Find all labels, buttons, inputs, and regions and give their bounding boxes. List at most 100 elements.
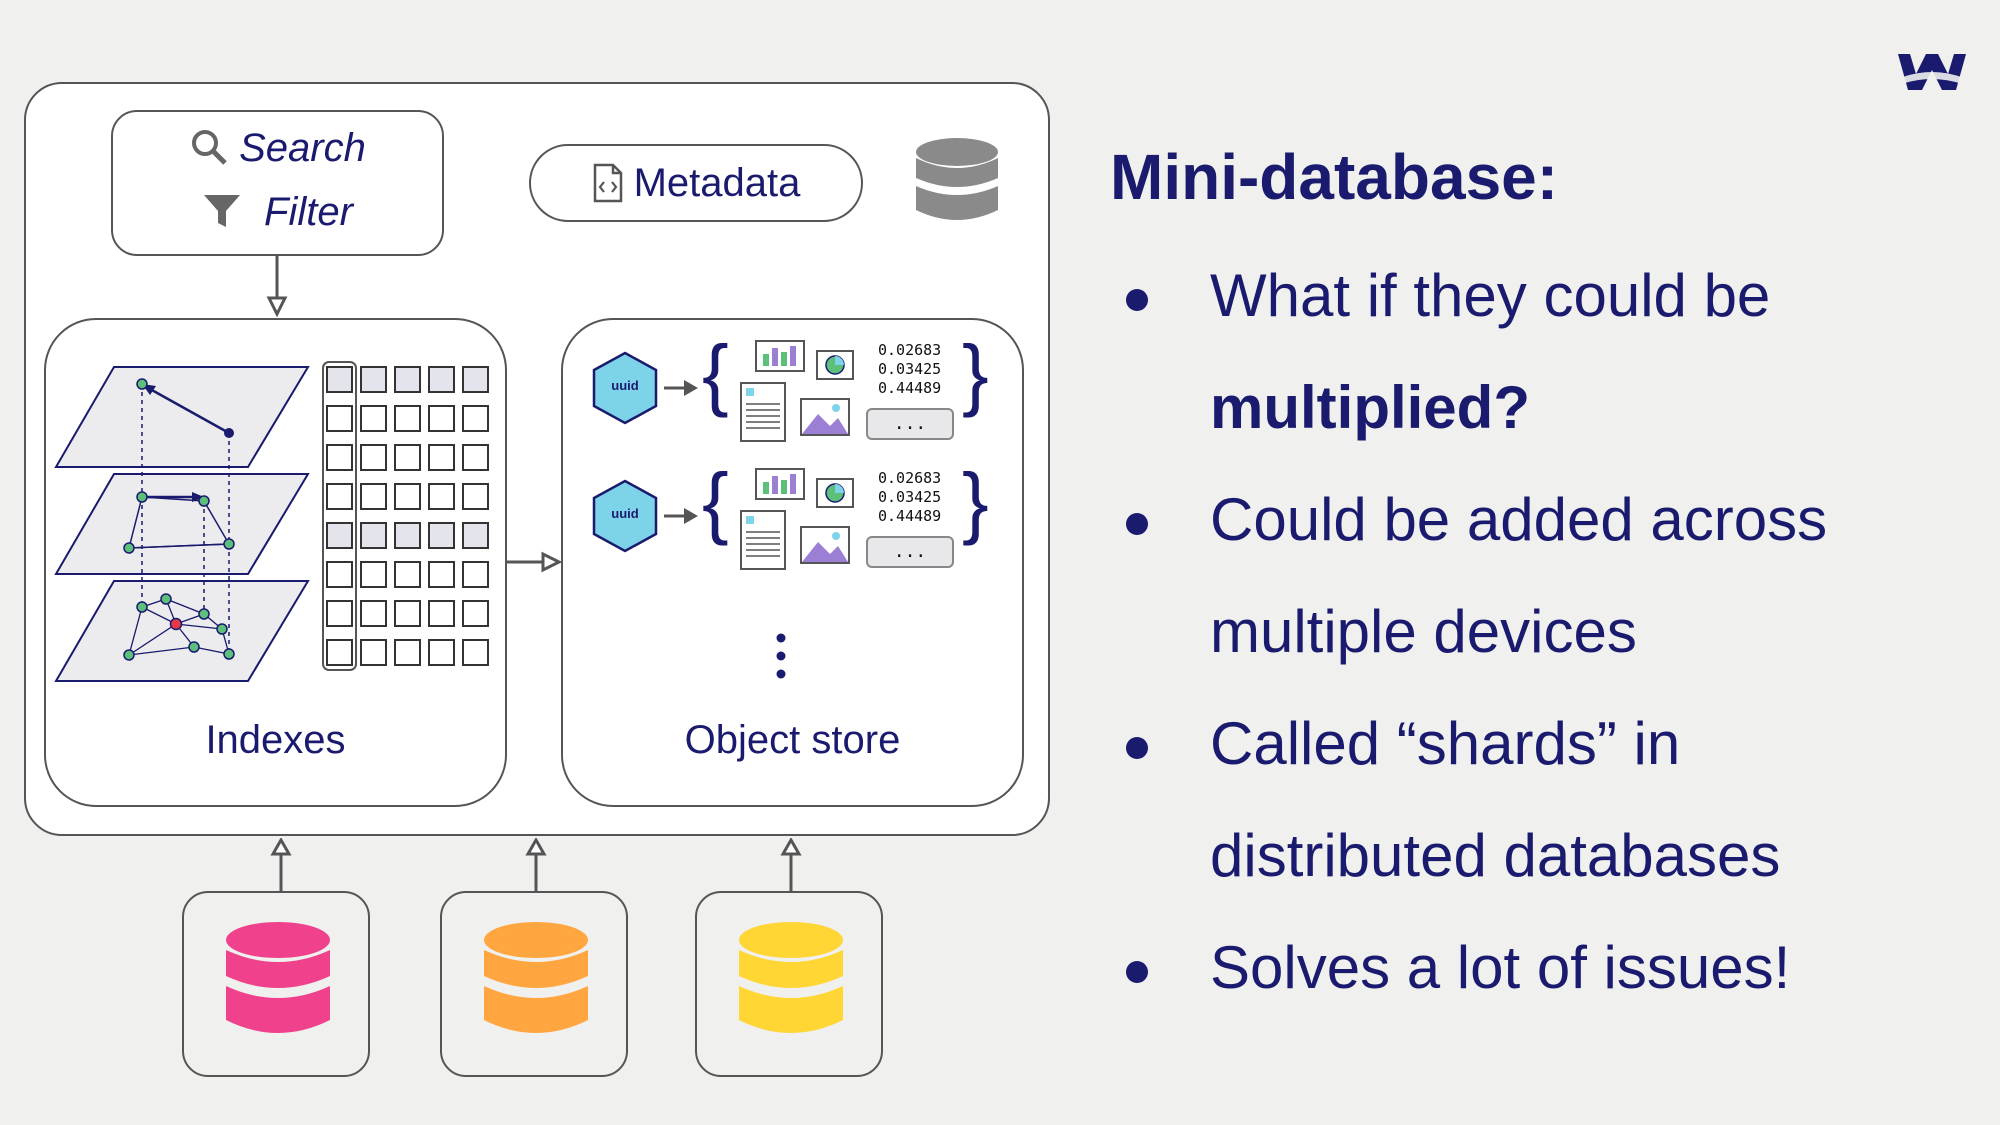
document-thumbnail-icon xyxy=(740,510,786,570)
search-row: Search xyxy=(113,126,442,171)
search-label: Search xyxy=(239,126,366,170)
hnsw-graph-icon xyxy=(54,366,310,682)
index-grid-cell xyxy=(462,366,489,393)
bullet-text: Called “shards” in xyxy=(1210,710,1681,777)
index-grid-cell xyxy=(394,561,421,588)
index-grid-cell xyxy=(462,561,489,588)
index-grid-cell xyxy=(394,639,421,666)
arrow-right-icon xyxy=(664,380,698,396)
index-grid-cell xyxy=(428,483,455,510)
image-thumbnail-icon xyxy=(800,398,850,436)
index-grid-cell xyxy=(428,600,455,627)
index-grid-cell xyxy=(326,405,353,432)
index-grid-cell xyxy=(462,483,489,510)
bullet-list: What if they could be multiplied? Could be… xyxy=(1118,240,1978,1024)
bullet-text: distributed databases xyxy=(1210,822,1781,889)
bullet-item-continuation: distributed databases xyxy=(1118,800,1978,912)
index-grid-cell xyxy=(428,366,455,393)
index-grid-cell xyxy=(326,444,353,471)
index-grid-cell xyxy=(326,366,353,393)
bullet-item-continuation: multiplied? xyxy=(1118,352,1978,464)
bullet-dot-icon xyxy=(1126,289,1148,311)
more-objects-ellipsis-icon xyxy=(776,633,786,679)
vector-value: 0.03425 xyxy=(878,488,942,506)
bullet-dot-icon xyxy=(1126,961,1148,983)
arrow-shard-1-up xyxy=(270,838,292,892)
vector-value: 0.02683 xyxy=(878,341,942,359)
index-grid-cell xyxy=(462,639,489,666)
uuid-hexagon-icon xyxy=(592,351,658,425)
left-brace: { xyxy=(702,329,729,418)
bullet-text: Could be added across xyxy=(1210,486,1828,553)
uuid-label: uuid xyxy=(611,378,639,393)
search-filter-box: Search Filter xyxy=(111,110,444,256)
index-grid-cell xyxy=(360,366,387,393)
arrow-search-to-indexes xyxy=(266,256,288,318)
index-grid-cell xyxy=(360,561,387,588)
indexes-label: Indexes xyxy=(205,718,346,762)
pie-chart-thumbnail-icon xyxy=(816,350,854,380)
index-grid-cell xyxy=(394,600,421,627)
index-grid-cell xyxy=(428,522,455,549)
index-grid-cell xyxy=(360,639,387,666)
chart-thumbnail-icon xyxy=(755,340,805,372)
index-grid-cell xyxy=(462,444,489,471)
vector-value: 0.44489 xyxy=(878,379,942,397)
index-grid-cell xyxy=(326,600,353,627)
left-brace: { xyxy=(702,457,729,546)
index-grid-cell xyxy=(462,405,489,432)
vector-value: 0.02683 xyxy=(878,469,942,487)
filter-row: Filter xyxy=(113,190,442,235)
shard-card xyxy=(182,891,370,1077)
weaviate-logo-icon xyxy=(1898,54,1966,90)
index-grid-cell xyxy=(326,561,353,588)
metadata-label: Metadata xyxy=(633,160,801,205)
index-grid-cell xyxy=(394,483,421,510)
database-icon xyxy=(916,138,998,220)
index-grid-cell xyxy=(428,405,455,432)
index-grid-cell xyxy=(360,483,387,510)
arrow-indexes-to-object-store xyxy=(507,551,563,573)
index-grid-cell xyxy=(394,405,421,432)
object-store-label: Object store xyxy=(684,718,901,762)
image-thumbnail-icon xyxy=(800,526,850,564)
bullet-text: Solves a lot of issues! xyxy=(1210,934,1791,1001)
arrow-right-icon xyxy=(664,508,698,524)
code-file-icon xyxy=(593,163,622,203)
vector-value: 0.44489 xyxy=(878,507,942,525)
bullet-item-continuation: multiple devices xyxy=(1118,576,1978,688)
bullet-text: multiple devices xyxy=(1210,598,1637,665)
index-grid-cell xyxy=(360,405,387,432)
shard-database-icon xyxy=(484,922,588,1033)
object-row: uuid { xyxy=(590,334,1000,452)
index-grid-cell xyxy=(326,522,353,549)
index-grid-cell xyxy=(428,561,455,588)
shard-card xyxy=(440,891,628,1077)
right-brace: } xyxy=(962,457,989,546)
document-thumbnail-icon xyxy=(740,382,786,442)
shard-database-icon xyxy=(739,922,843,1033)
bullet-item: Called “shards” in xyxy=(1118,688,1978,800)
index-grid-cell xyxy=(394,444,421,471)
arrow-shard-2-up xyxy=(525,838,547,892)
right-brace: } xyxy=(962,329,989,418)
metadata-pill: Metadata xyxy=(529,144,863,222)
uuid-label: uuid xyxy=(611,506,639,521)
bullet-item: Solves a lot of issues! xyxy=(1118,912,1978,1024)
filter-icon xyxy=(204,195,241,227)
vector-value: 0.03425 xyxy=(878,360,942,378)
more-properties: ... xyxy=(866,408,954,440)
index-grid-cell xyxy=(394,522,421,549)
arrow-shard-3-up xyxy=(780,838,802,892)
bullet-text: What if they could be xyxy=(1210,262,1771,329)
uuid-hexagon-icon xyxy=(592,479,658,553)
index-grid-cell xyxy=(394,366,421,393)
filter-label: Filter xyxy=(264,190,353,234)
more-properties: ... xyxy=(866,536,954,568)
shard-card xyxy=(695,891,883,1077)
pie-chart-thumbnail-icon xyxy=(816,478,854,508)
bullet-item: Could be added across xyxy=(1118,464,1978,576)
index-grid-cell xyxy=(428,639,455,666)
